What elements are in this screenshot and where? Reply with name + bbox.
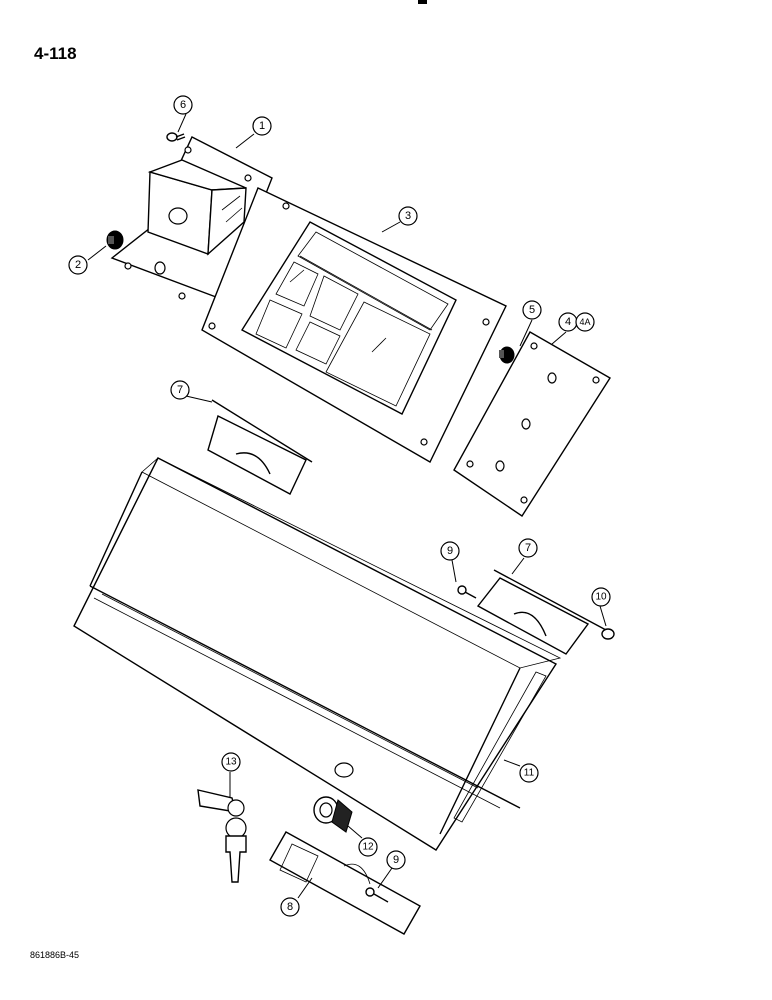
callout-8-label: 8	[287, 901, 293, 913]
callout-6: 6	[173, 95, 193, 115]
callout-4-label: 4	[565, 316, 571, 328]
page-number: 4-118	[34, 44, 77, 63]
callout-2-label: 2	[75, 259, 81, 271]
callout-13: 13	[221, 752, 241, 772]
part-13-keys	[197, 789, 247, 883]
part-4-side-plate	[453, 331, 611, 517]
callout-12: 12	[358, 837, 378, 857]
page-edge-mark	[418, 0, 427, 4]
callout-9-lower-label: 9	[393, 854, 399, 866]
callout-5: 5	[522, 300, 542, 320]
callout-4: 4	[558, 312, 578, 332]
part-7-hinge-lower	[476, 569, 607, 655]
part-10-cap	[601, 628, 615, 640]
callout-7-upper-label: 7	[177, 384, 183, 396]
callout-3: 3	[398, 206, 418, 226]
callout-11-label: 11	[524, 768, 535, 779]
part-6-screw	[166, 132, 186, 142]
callout-11: 11	[519, 763, 539, 783]
callout-7-upper: 7	[170, 380, 190, 400]
part-3-gauge-panel	[201, 187, 507, 463]
callout-5-label: 5	[529, 304, 535, 316]
part-5-knob	[499, 346, 515, 364]
callout-4a: 4A	[575, 312, 595, 332]
part-2-knob	[106, 230, 124, 250]
callout-3-label: 3	[405, 210, 411, 222]
part-8-lock-plate	[269, 831, 421, 935]
callout-4a-label: 4A	[579, 317, 590, 327]
callout-12-label: 12	[362, 842, 374, 853]
leader-lines	[87, 113, 607, 899]
part-12-lock	[313, 796, 353, 833]
callout-10-label: 10	[595, 592, 607, 603]
part-7-hinge-upper	[207, 399, 313, 495]
callout-1: 1	[252, 116, 272, 136]
callout-10: 10	[591, 587, 611, 607]
part-11-door	[73, 457, 562, 851]
reference-code: 861886B-45	[30, 950, 80, 960]
callout-8: 8	[280, 897, 300, 917]
callout-2: 2	[68, 255, 88, 275]
callout-1-label: 1	[259, 120, 265, 132]
callout-13-label: 13	[225, 757, 237, 768]
callout-9-lower: 9	[386, 850, 406, 870]
part-9-screw-lower	[365, 887, 389, 903]
callout-9-upper-label: 9	[447, 545, 453, 557]
callout-9-upper: 9	[440, 541, 460, 561]
callout-6-label: 6	[180, 99, 186, 111]
callout-7-lower-label: 7	[525, 542, 531, 554]
callout-7-lower: 7	[518, 538, 538, 558]
part-9-screw-upper	[457, 585, 477, 599]
